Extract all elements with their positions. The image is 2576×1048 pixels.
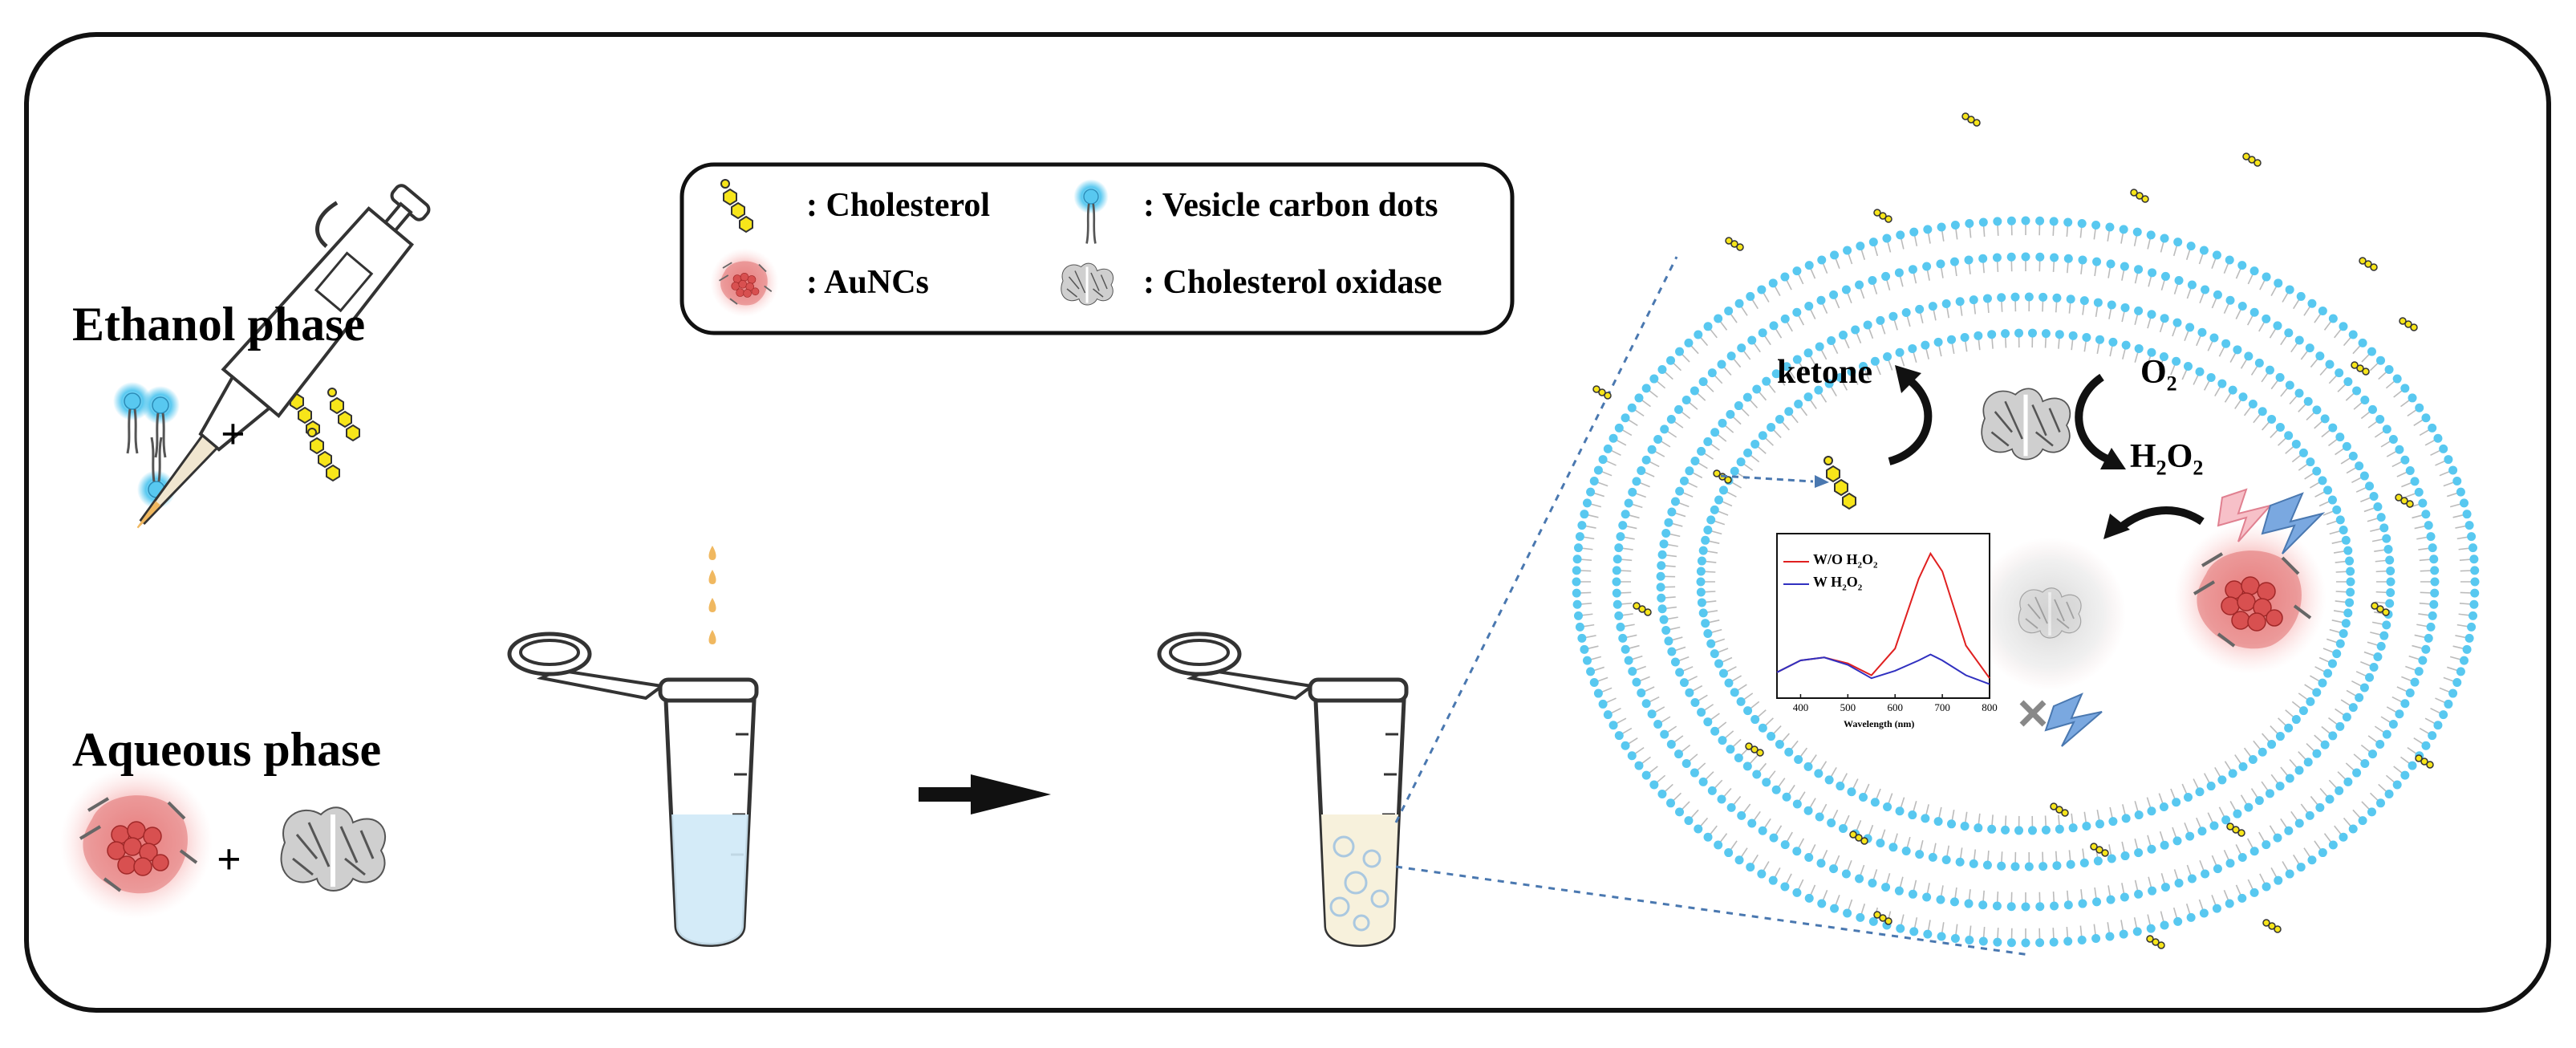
membrane-cholesterol — [1873, 209, 1892, 223]
legend-label-aunc: : AuNCs — [806, 264, 929, 301]
cholesterol-group-ethanol — [287, 384, 360, 481]
x-tick-label: 500 — [1840, 701, 1856, 713]
zoom-lines — [1394, 256, 2030, 957]
membrane-cholesterol — [1745, 742, 1764, 757]
membrane-cholesterol — [2050, 802, 2069, 817]
x-tick-label: 800 — [1982, 701, 1998, 713]
membrane-cholesterol — [2359, 257, 2378, 271]
aunc-icon — [709, 247, 780, 318]
membrane-cholesterol — [2415, 754, 2434, 769]
membrane-cholesterol — [1592, 385, 1612, 400]
h2o2-label: H2O2 — [2130, 438, 2204, 480]
ethanol-drops — [708, 546, 716, 644]
o2-label: O2 — [2140, 354, 2177, 396]
membrane-cholesterol — [2146, 935, 2165, 949]
legend-label-vesicle-carbon-dots: : Vesicle carbon dots — [1143, 187, 1438, 224]
aunc-aqueous — [59, 765, 214, 920]
plus-sign-aqueous: + — [217, 835, 241, 883]
tube-before — [509, 634, 757, 945]
series-line-1 — [1776, 653, 1990, 685]
cholesterol-oxidase-center — [1982, 388, 2070, 459]
membrane-cholesterol — [2242, 152, 2262, 167]
legend-box — [679, 162, 1515, 335]
cholesterol-oxidase-icon — [1060, 262, 1115, 307]
arrowheads — [1895, 365, 2130, 539]
x-tick-label: 700 — [1934, 701, 1950, 713]
ethanol-phase-label: Ethanol phase — [72, 298, 366, 351]
membrane-cholesterol — [2351, 361, 2370, 376]
aqueous-phase-label: Aqueous phase — [72, 723, 382, 776]
x-tick-label: 600 — [1887, 701, 1903, 713]
ketone-label: ketone — [1777, 354, 1872, 391]
membrane-cholesterol — [2226, 823, 2245, 837]
substrate-path — [1720, 474, 1814, 483]
vesicle-cholesterol — [1592, 112, 2434, 949]
membrane-cholesterol — [2262, 919, 2282, 933]
membrane-cholesterol — [2130, 189, 2149, 203]
pipette-icon — [136, 184, 431, 529]
legend-label-cholesterol-oxidase: : Cholesterol oxidase — [1143, 264, 1442, 301]
membrane-cholesterol — [1725, 237, 1744, 251]
inset-legend-wo: W/O H2O2 — [1813, 551, 1878, 571]
membrane-cholesterol — [2090, 843, 2109, 857]
vesicle-bilayer — [1572, 216, 2480, 948]
membrane-cholesterol — [1961, 112, 1981, 127]
membrane-cholesterol — [2395, 494, 2414, 508]
process-arrow — [919, 774, 1051, 814]
lightning-icons — [2044, 488, 2326, 747]
inset-xlabel: Wavelength (nm) — [1844, 718, 1915, 729]
active-aunc — [2172, 520, 2328, 676]
cholesterol-substrate — [1823, 456, 1856, 510]
tube-after — [1159, 634, 1406, 945]
plus-sign-ethanol: + — [221, 410, 245, 458]
membrane-cholesterol — [1633, 602, 1652, 616]
x-mark-icon — [2019, 700, 2047, 727]
inset-chart: 400 500 600 700 800 — [1776, 533, 1998, 713]
inset-legend-w: W H2O2 — [1813, 574, 1863, 593]
membrane-cholesterol — [2399, 317, 2418, 331]
cholesterol-oxidase-aqueous — [282, 807, 386, 891]
curved-arrows — [1888, 373, 2205, 533]
legend-label-cholesterol: : Cholesterol — [806, 187, 991, 224]
x-tick-label: 400 — [1793, 701, 1809, 713]
